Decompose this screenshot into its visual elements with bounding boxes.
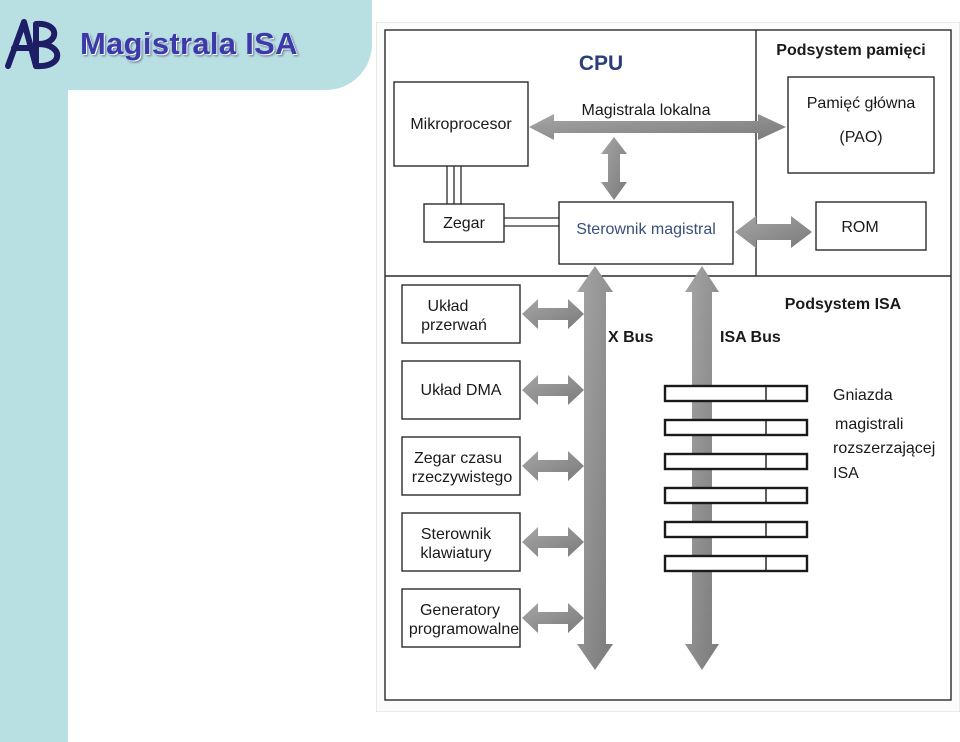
- peripheral-line1: Układ: [428, 298, 469, 315]
- main-memory-abbr: (PAO): [839, 129, 882, 146]
- isa-slot: [663, 520, 809, 539]
- peripheral-line2: programowalne: [409, 621, 519, 638]
- header-tab: [0, 0, 372, 90]
- isa-slot: [663, 486, 809, 505]
- bus-controller-box: [558, 201, 734, 265]
- isa-expansion-slots: [663, 384, 809, 573]
- peripheral-line1: Generatory: [420, 602, 500, 619]
- peripheral-line1: Zegar czasu: [414, 450, 502, 467]
- microprocessor-label: Mikroprocesor: [410, 116, 512, 133]
- peripheral-line2: przerwań: [421, 317, 487, 334]
- peripheral-xbus-arrow: [522, 451, 584, 481]
- local-bus-arrow: [529, 114, 786, 140]
- peripheral-block: Układ DMA: [401, 360, 521, 420]
- main-memory-box: [787, 76, 935, 174]
- peripheral-xbus-arrow: [522, 375, 584, 405]
- peripheral-line1: Sterownik: [421, 526, 492, 543]
- peripheral-line1: Układ DMA: [421, 382, 502, 399]
- peripheral-line2: klawiatury: [420, 545, 491, 562]
- slots-caption-line: ISA: [833, 465, 859, 482]
- peripheral-xbus-arrow: [522, 299, 584, 329]
- left-sidebar-band: [0, 0, 68, 742]
- peripheral-xbus-arrow: [522, 603, 584, 633]
- bus-controller-label: Sterownik magistral: [576, 221, 716, 238]
- isa-slot: [663, 452, 809, 471]
- isa-slot: [663, 418, 809, 437]
- rom-box: [815, 201, 927, 251]
- isa-subsystem-label: Podsystem ISA: [785, 296, 902, 313]
- peripheral-xbus-arrow: [522, 527, 584, 557]
- controller-rom-arrow: [735, 216, 812, 248]
- local-bus-controller-arrow: [601, 137, 627, 200]
- peripheral-line2: rzeczywistego: [412, 469, 513, 486]
- page-title: Magistrala ISA: [80, 26, 298, 61]
- isa-bus-label: ISA Bus: [720, 329, 781, 346]
- peripheral-arrows: [522, 299, 584, 633]
- slots-caption-line: rozszerzającej: [833, 440, 935, 457]
- slots-caption-line: magistrali: [835, 416, 903, 433]
- isa-slot: [663, 554, 809, 573]
- x-bus-label: X Bus: [608, 329, 653, 346]
- peripheral-block: Zegar czasu rzeczywistego: [401, 436, 521, 496]
- microprocessor-box: [393, 81, 529, 167]
- clock-microprocessor-link: [446, 166, 462, 204]
- peripheral-block: Generatory programowalne: [401, 588, 521, 648]
- cpu-label: CPU: [579, 52, 623, 75]
- rom-label: ROM: [841, 219, 878, 236]
- peripheral-block: Układ przerwań: [401, 284, 521, 344]
- slots-caption-line: Gniazda: [833, 387, 893, 404]
- clock-label: Zegar: [443, 215, 485, 232]
- clock-box: [423, 203, 505, 243]
- main-memory-label: Pamięć główna: [807, 95, 916, 112]
- peripheral-block: Sterownik klawiatury: [401, 512, 521, 572]
- memory-subsystem-label: Podsystem pamięci: [776, 42, 925, 59]
- x-bus-arrow: [577, 266, 613, 670]
- logo: [5, 19, 61, 70]
- clock-controller-link: [504, 217, 559, 227]
- isa-bus-diagram: CPU Podsystem pamięci Podsystem ISA Mikr…: [376, 22, 960, 712]
- local-bus-label: Magistrala lokalna: [582, 102, 711, 119]
- isa-slot: [663, 384, 809, 403]
